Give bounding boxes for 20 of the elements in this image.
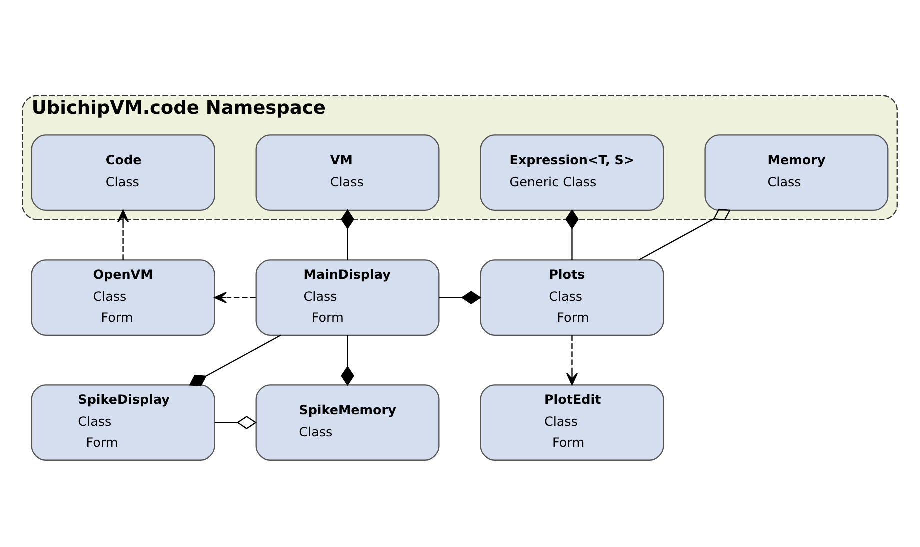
node-box: VM Class <box>256 134 440 212</box>
node-box: Memory Class <box>704 134 889 212</box>
node-box: Expression<T, S> Generic Class <box>480 134 664 212</box>
node-box: Plots Class Form <box>480 260 664 336</box>
node-box: MainDisplay Class Form <box>256 260 440 336</box>
connector <box>341 335 354 386</box>
connector <box>214 416 257 430</box>
connector <box>439 291 482 304</box>
arrow <box>566 335 578 386</box>
node-box: Code Class <box>31 134 216 212</box>
connector <box>341 209 354 260</box>
node-box: OpenVM Class Form <box>31 260 216 336</box>
arrow <box>214 292 256 304</box>
node-box: PlotEdit Class Form <box>480 384 664 461</box>
connector <box>189 334 282 387</box>
node-box: SpikeDisplay Class Form <box>31 384 216 461</box>
node-box: SpikeMemory Class <box>256 384 440 461</box>
arrow <box>118 210 130 260</box>
connector <box>638 208 731 261</box>
connector <box>566 209 579 260</box>
